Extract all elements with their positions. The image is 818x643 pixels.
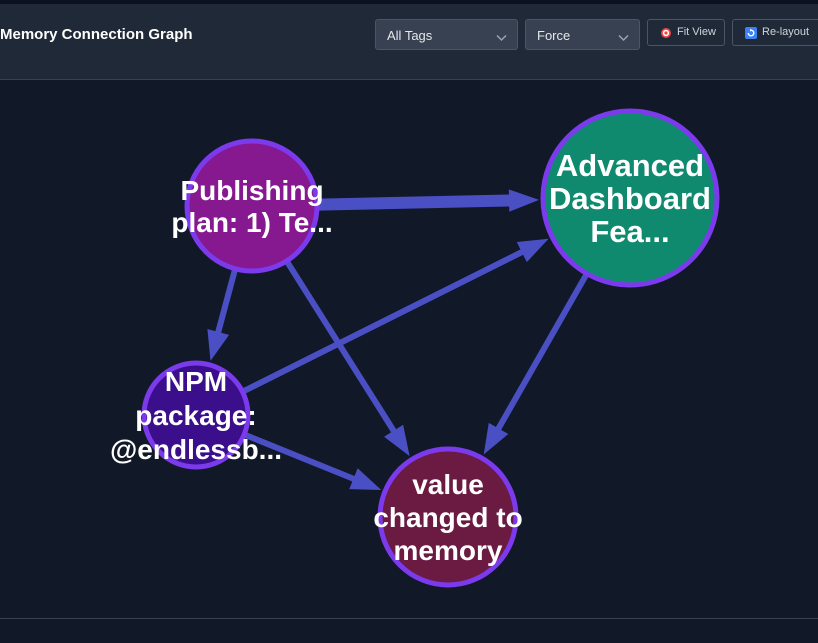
node-label-line: Fea... xyxy=(590,214,669,249)
layout-select-value: Force xyxy=(537,28,571,43)
edge-publishing-to-value[interactable] xyxy=(285,261,399,436)
node-label-line: package: xyxy=(135,400,256,431)
node-label-line: @endlessb... xyxy=(110,434,282,465)
relayout-label: Re-layout xyxy=(762,26,810,38)
node-label-line: Advanced xyxy=(556,148,704,183)
node-circle[interactable] xyxy=(184,138,320,274)
edge-arrowhead xyxy=(384,424,410,457)
node-label-line: Dashboard xyxy=(549,181,711,216)
edge-arrowhead xyxy=(483,422,509,455)
tag-filter-select[interactable]: All Tags xyxy=(375,19,518,50)
graph-toolbar: Memory Connection Graph All Tags Force F… xyxy=(0,4,818,80)
edge-arrowhead xyxy=(349,468,382,490)
edge-arrowhead xyxy=(516,238,549,263)
graph-node-dashboard[interactable]: AdvancedDashboardFea... xyxy=(540,108,720,288)
relayout-button[interactable]: Re-layout xyxy=(732,19,818,46)
edges-layer xyxy=(207,189,589,490)
node-label-line: plan: 1) Te... xyxy=(171,207,332,238)
fit-view-button[interactable]: Fit View xyxy=(647,19,725,46)
layout-select[interactable]: Force xyxy=(525,19,640,50)
status-footer xyxy=(0,618,818,643)
chevron-down-icon xyxy=(618,30,629,45)
edge-arrowhead xyxy=(508,189,540,212)
edge-publishing-to-npm[interactable] xyxy=(214,269,238,337)
fit-view-label: Fit View xyxy=(677,26,716,38)
node-label-line: NPM xyxy=(165,366,227,397)
node-label-line: changed to xyxy=(373,502,522,533)
tag-filter-value: All Tags xyxy=(387,28,433,43)
edge-publishing-to-dashboard[interactable] xyxy=(318,194,514,211)
edge-arrowhead xyxy=(207,329,230,361)
node-label-line: memory xyxy=(394,535,503,566)
chevron-down-icon xyxy=(496,30,507,45)
target-icon xyxy=(660,27,672,42)
edge-npm-to-dashboard[interactable] xyxy=(242,247,527,394)
edge-dashboard-to-value[interactable] xyxy=(493,273,589,434)
node-label-line: value xyxy=(412,469,484,500)
refresh-icon xyxy=(745,27,757,42)
edge-npm-to-value[interactable] xyxy=(244,432,359,484)
node-circle[interactable] xyxy=(540,108,720,288)
node-label-line: Publishing xyxy=(180,175,323,206)
node-circle[interactable] xyxy=(141,360,251,470)
page-title: Memory Connection Graph xyxy=(0,26,193,43)
window-top-edge xyxy=(0,0,818,4)
graph-node-npm[interactable]: NPMpackage:@endlessb... xyxy=(110,360,282,470)
node-circle[interactable] xyxy=(377,446,519,588)
